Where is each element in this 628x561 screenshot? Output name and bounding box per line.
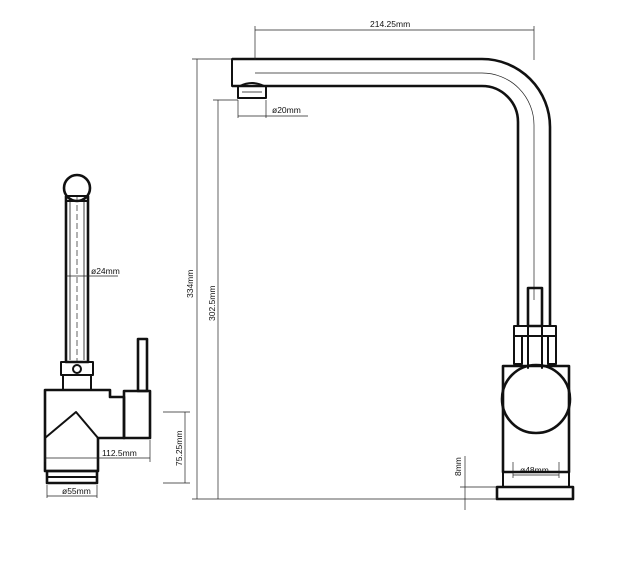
dim-body-height: 75.25mm: [174, 431, 184, 466]
dim-body-depth: 112.5mm: [102, 448, 137, 458]
dim-spout-height: 302.5mm: [207, 286, 217, 321]
dim-spout-reach: 214.25mm: [370, 19, 410, 29]
side-handle-cap: [122, 389, 152, 440]
front-aerator: [237, 85, 267, 99]
faucet-side-view: [43, 173, 152, 485]
front-base-plate: [495, 485, 575, 501]
front-view-dimensions: 214.25mm ø20mm 334mm 302.5mm 8mm ø48mm: [185, 19, 560, 510]
dim-spout-tube-diameter: ø24mm: [91, 266, 120, 276]
side-handle-lever: [136, 337, 149, 393]
dim-base-diameter-side: ø55mm: [62, 486, 91, 496]
faucet-front-view: [231, 57, 575, 501]
side-view-dimensions: ø24mm 112.5mm ø55mm 75.25mm: [44, 266, 190, 498]
front-spout-outer: [232, 57, 552, 326]
dim-total-height: 334mm: [185, 270, 195, 298]
front-spout-inner: [232, 84, 520, 326]
dim-body-diameter-front: ø48mm: [520, 465, 549, 475]
dim-base-thickness: 8mm: [453, 457, 463, 476]
dim-aerator-diameter: ø20mm: [272, 105, 301, 115]
front-handle-lever: [526, 286, 544, 328]
front-cartridge-circle: [500, 363, 572, 435]
side-coupling: [60, 361, 94, 376]
side-main-body: [43, 388, 126, 473]
front-main-body: [501, 364, 571, 474]
